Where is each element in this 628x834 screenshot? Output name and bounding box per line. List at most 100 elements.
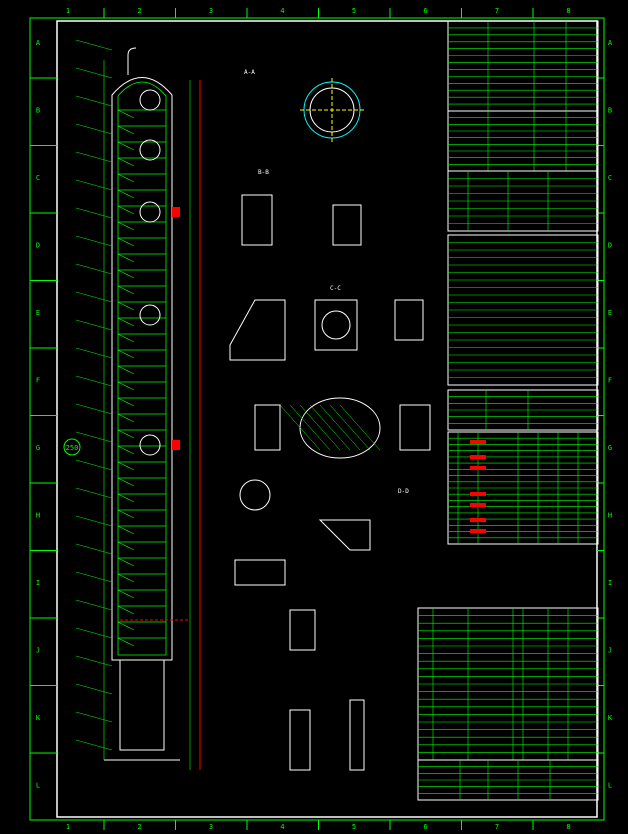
hatch <box>309 404 351 451</box>
row-label: B <box>608 107 612 115</box>
downcomer <box>117 189 135 199</box>
hatch <box>329 404 371 451</box>
section-label-c: C-C <box>330 285 341 292</box>
bracket-detail <box>318 519 371 551</box>
callout-bubble <box>63 438 81 456</box>
downcomer <box>117 141 135 151</box>
column-label: 1 <box>66 823 70 831</box>
detail-ring <box>349 699 365 771</box>
downcomer <box>117 333 135 343</box>
table-highlight <box>470 492 486 496</box>
leader <box>75 151 113 163</box>
downcomer <box>117 429 135 439</box>
hatch <box>299 404 341 451</box>
downcomer <box>117 477 135 487</box>
downcomer <box>117 317 135 327</box>
row-label: H <box>608 512 612 520</box>
column-label: 4 <box>280 7 284 15</box>
column-label: 7 <box>495 823 499 831</box>
leader <box>75 599 113 611</box>
detail-b <box>332 204 362 246</box>
tray-plate <box>299 397 381 459</box>
callout-250: 250 <box>66 444 79 452</box>
column-label: 2 <box>137 7 141 15</box>
downcomer <box>117 541 135 551</box>
leader <box>75 375 113 387</box>
leader <box>75 403 113 415</box>
nozzle-red <box>172 207 180 217</box>
column-label: 7 <box>495 7 499 15</box>
downcomer <box>117 381 135 391</box>
table-highlight <box>470 455 486 459</box>
downcomer <box>117 397 135 407</box>
row-label: E <box>36 309 40 317</box>
leader <box>75 347 113 359</box>
vent-nozzle <box>127 47 137 75</box>
row-label: G <box>36 444 40 452</box>
downcomer <box>117 301 135 311</box>
leader <box>75 543 113 555</box>
inner-frame <box>56 20 598 818</box>
manway <box>139 434 161 456</box>
leader <box>75 711 113 723</box>
table-highlight <box>470 518 486 522</box>
row-label: E <box>608 309 612 317</box>
row-label: K <box>608 714 613 722</box>
leader <box>75 235 113 247</box>
leader <box>75 123 113 135</box>
downcomer <box>117 509 135 519</box>
row-label: L <box>36 782 40 790</box>
manway <box>139 139 161 161</box>
downcomer <box>117 173 135 183</box>
detail-d <box>254 404 281 451</box>
downcomer <box>117 461 135 471</box>
row-label: L <box>608 782 612 790</box>
leader <box>75 179 113 191</box>
downcomer <box>117 157 135 167</box>
row-label: J <box>36 647 40 655</box>
table-highlight <box>470 503 486 507</box>
column-label: 6 <box>423 7 427 15</box>
tower-shell <box>111 77 173 661</box>
row-label: F <box>36 377 40 385</box>
detail-c <box>314 299 358 351</box>
manway <box>139 304 161 326</box>
hatch <box>289 404 331 451</box>
row-label: F <box>608 377 612 385</box>
detail-views <box>229 78 431 771</box>
tower-elevation <box>75 39 201 770</box>
detail-clip <box>289 609 316 651</box>
detail-c-hole <box>321 310 351 340</box>
detail-disc <box>239 479 271 511</box>
downcomer <box>117 205 135 215</box>
section-label-a: A-A <box>244 69 255 76</box>
row-label: K <box>36 714 41 722</box>
design-data-table <box>447 20 599 112</box>
detail-anchor <box>289 709 311 771</box>
downcomer <box>117 493 135 503</box>
row-label: A <box>36 39 41 47</box>
leader <box>75 319 113 331</box>
hatch <box>279 404 321 451</box>
downcomer <box>117 637 135 647</box>
downcomer <box>117 365 135 375</box>
row-label: C <box>608 174 612 182</box>
column-label: 5 <box>352 823 356 831</box>
column-label: 2 <box>137 823 141 831</box>
leader <box>75 291 113 303</box>
detail-weld-2 <box>399 404 431 451</box>
downcomer <box>117 605 135 615</box>
row-label: G <box>608 444 612 452</box>
column-label: 8 <box>566 7 570 15</box>
spec-tables <box>417 20 599 801</box>
downcomer <box>117 253 135 263</box>
downcomer <box>117 413 135 423</box>
column-label: 5 <box>352 7 356 15</box>
row-label: D <box>608 242 612 250</box>
table-highlight <box>470 529 486 533</box>
downcomer <box>117 445 135 455</box>
column-label: 1 <box>66 7 70 15</box>
hatch <box>319 404 361 451</box>
leader <box>75 739 113 751</box>
row-label: A <box>608 39 613 47</box>
